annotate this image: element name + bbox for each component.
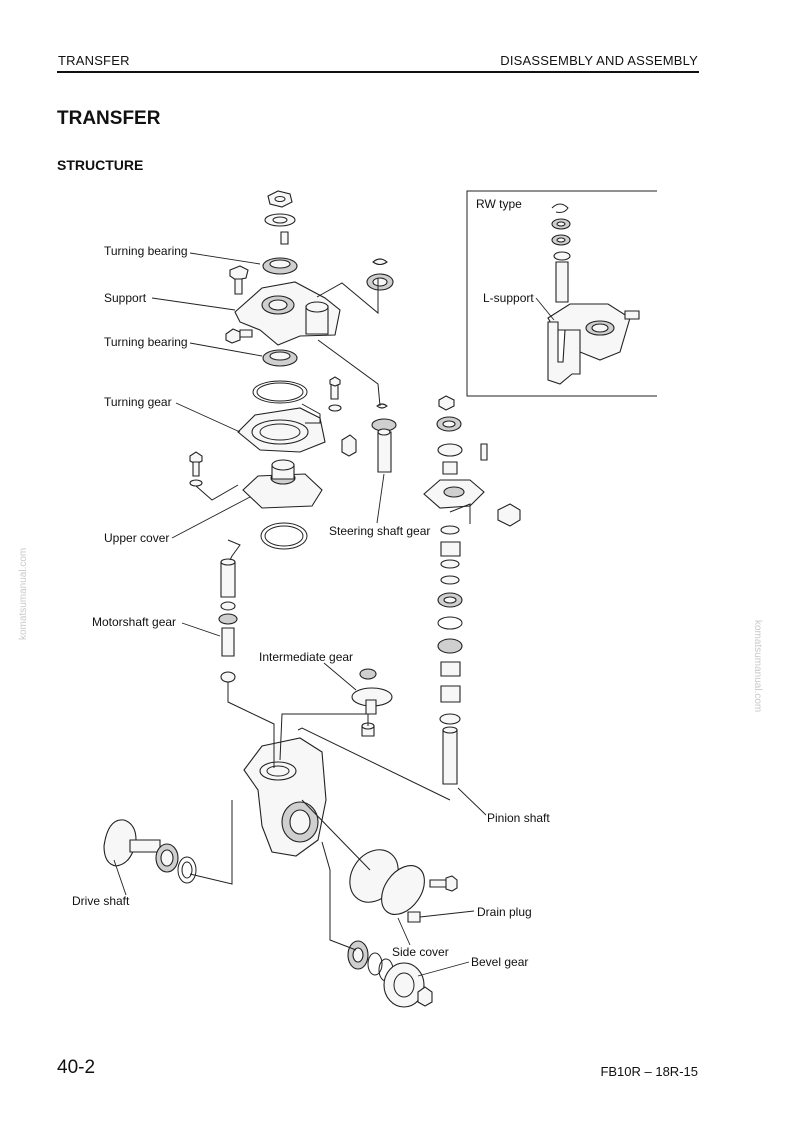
bevel-gear-part	[348, 941, 432, 1007]
bolt-left-cover	[190, 452, 202, 486]
page-title: TRANSFER	[57, 108, 161, 129]
label-drive-shaft: Drive shaft	[72, 894, 130, 908]
label-upper-cover: Upper cover	[104, 531, 170, 545]
label-bevel-gear: Bevel gear	[471, 955, 529, 969]
model-number: FB10R – 18R-15	[600, 1064, 698, 1079]
turning-bearing-top	[263, 258, 297, 274]
motorshaft-gear-part	[219, 559, 237, 682]
label-pinion-shaft: Pinion shaft	[487, 811, 550, 825]
drain-plug-part	[408, 912, 420, 922]
bearing-right-top	[367, 274, 393, 290]
label-turning-gear: Turning gear	[104, 395, 172, 409]
header-chapter-title: DISASSEMBLY AND ASSEMBLY	[500, 53, 698, 68]
drive-shaft-part	[104, 820, 196, 883]
label-support: Support	[104, 291, 147, 305]
header-rule	[57, 71, 699, 73]
lock-nut	[268, 191, 292, 207]
steering-shaft-gear-part	[372, 404, 396, 472]
transfer-case	[244, 738, 326, 856]
label-side-cover: Side cover	[392, 945, 449, 959]
pin	[281, 232, 288, 244]
label-steering-shaft-gear: Steering shaft gear	[329, 524, 431, 538]
rw-type-parts	[548, 204, 639, 384]
cap-nut	[342, 435, 356, 456]
bolt-side-cover	[430, 876, 457, 891]
bolt-mid-left	[226, 329, 252, 343]
pinion-stack	[437, 396, 462, 784]
o-ring-lower	[261, 523, 307, 549]
bolt-top-left	[230, 266, 248, 294]
turning-gear-part	[238, 408, 325, 452]
label-intermediate-gear: Intermediate gear	[259, 650, 354, 664]
side-cover-part	[340, 840, 433, 922]
o-ring-upper	[253, 381, 307, 403]
snap-ring-top	[373, 259, 387, 265]
intermediate-gear-part	[352, 669, 392, 736]
header-section-title: TRANSFER	[58, 53, 130, 68]
support-part	[235, 282, 340, 345]
exploded-axis-lines	[190, 278, 470, 950]
pinion-bracket	[424, 444, 520, 526]
section-heading: STRUCTURE	[57, 157, 144, 173]
page-number: 40-2	[57, 1057, 96, 1078]
label-turning-bearing-bottom: Turning bearing	[104, 335, 188, 349]
lock-washer	[265, 214, 295, 226]
label-l-support: L-support	[483, 291, 534, 305]
label-drain-plug: Drain plug	[477, 905, 532, 919]
turning-bearing-bottom	[263, 350, 297, 366]
leader-lines	[114, 253, 554, 976]
washer-right	[329, 405, 341, 411]
inset-frame	[467, 191, 657, 396]
upper-cover-part	[243, 460, 322, 508]
inset-title: RW type	[476, 197, 522, 211]
label-motorshaft-gear: Motorshaft gear	[92, 615, 177, 629]
label-turning-bearing-top: Turning bearing	[104, 244, 188, 258]
